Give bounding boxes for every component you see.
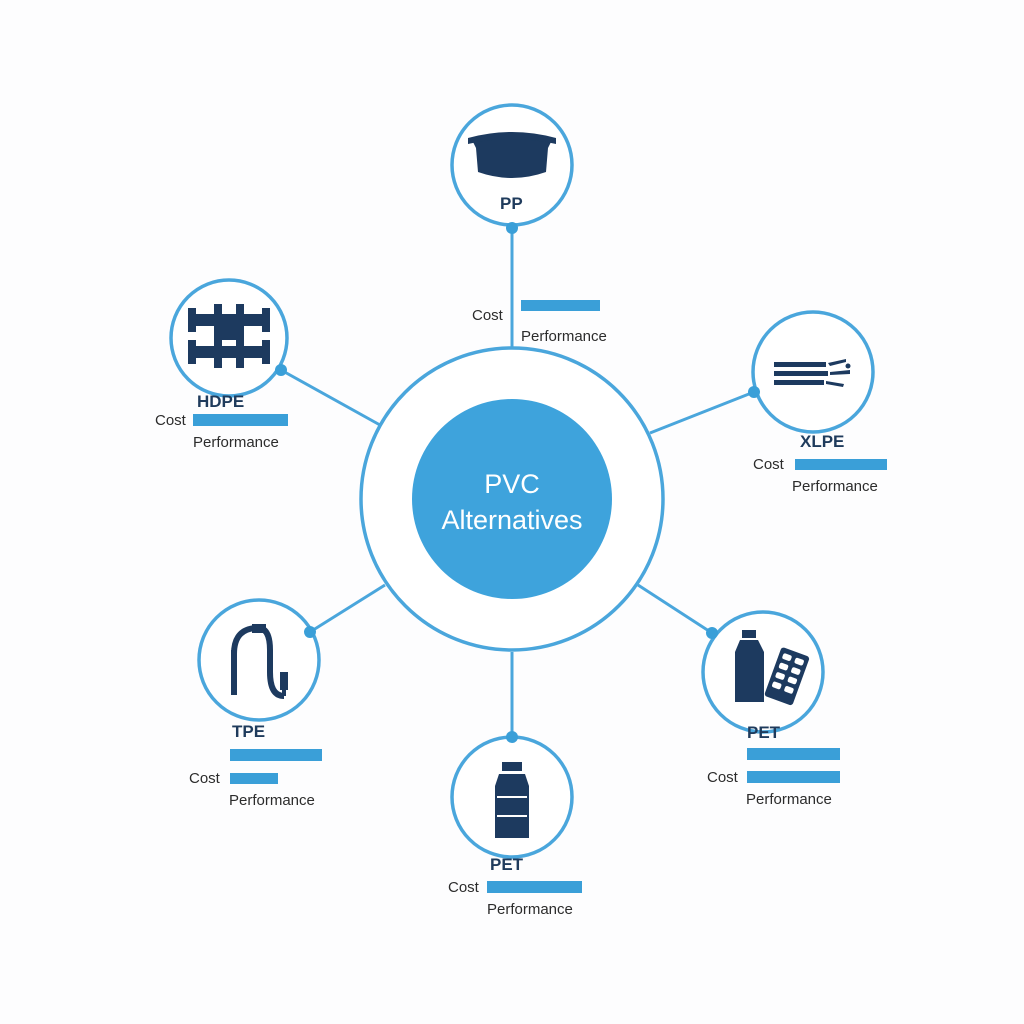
- cost-label-tpe: Cost: [189, 770, 220, 787]
- performance-label-pet-right: Performance: [746, 791, 832, 808]
- connector-xlpe: [649, 390, 755, 435]
- cost-label-pet-right: Cost: [707, 769, 738, 786]
- connector-dot-pp: [506, 222, 518, 234]
- connector-dot-pet-bottom: [506, 731, 518, 743]
- cost-label-pet-bottom: Cost: [448, 879, 479, 896]
- bar-pp: [521, 300, 600, 311]
- bar-pet-bottom: [487, 881, 582, 893]
- performance-label-xlpe: Performance: [792, 478, 878, 495]
- node-circle-tpe[interactable]: [197, 598, 321, 722]
- hose-icon: [231, 624, 288, 699]
- hub-center: [412, 399, 612, 599]
- performance-label-pp: Performance: [521, 328, 607, 345]
- connector-dot-tpe: [304, 626, 316, 638]
- cost-label-xlpe: Cost: [753, 456, 784, 473]
- connectors: [280, 228, 755, 737]
- cable-icon: [774, 359, 851, 387]
- metric-bars: [193, 300, 887, 893]
- bar-pet-right-1: [747, 748, 840, 760]
- node-name-hdpe: HDPE: [197, 392, 245, 411]
- cost-label-hdpe: Cost: [155, 412, 186, 429]
- connector-hdpe: [280, 368, 381, 427]
- bottle-icon: [495, 762, 529, 838]
- bar-tpe-2: [230, 773, 278, 784]
- node-name-xlpe: XLPE: [800, 432, 845, 451]
- node-name-tpe: TPE: [232, 722, 266, 741]
- connector-dot-xlpe: [748, 386, 760, 398]
- performance-label-hdpe: Performance: [193, 434, 279, 451]
- tub-container-icon: [468, 132, 556, 178]
- pipe-fittings-icon: [188, 304, 270, 368]
- bar-pet-right-2: [747, 771, 840, 783]
- bar-hdpe: [193, 414, 288, 426]
- bar-xlpe: [795, 459, 887, 470]
- center-title-line2: Alternatives: [441, 505, 583, 535]
- connector-dot-pet-right: [706, 627, 718, 639]
- connector-tpe: [309, 583, 386, 634]
- center-title-line1: PVC: [484, 469, 540, 499]
- bottle-and-blister-pack-icon: [735, 630, 810, 706]
- cost-label-pp: Cost: [472, 307, 503, 324]
- performance-label-pet-bottom: Performance: [487, 901, 573, 918]
- node-name-pet-bottom: PET: [490, 855, 524, 874]
- performance-label-tpe: Performance: [229, 792, 315, 809]
- connector-dot-hdpe: [275, 364, 287, 376]
- node-name-pp: PP: [500, 194, 523, 213]
- node-name-pet-right: PET: [747, 723, 781, 742]
- connector-pet-right: [637, 583, 713, 635]
- bar-tpe-1: [230, 749, 322, 761]
